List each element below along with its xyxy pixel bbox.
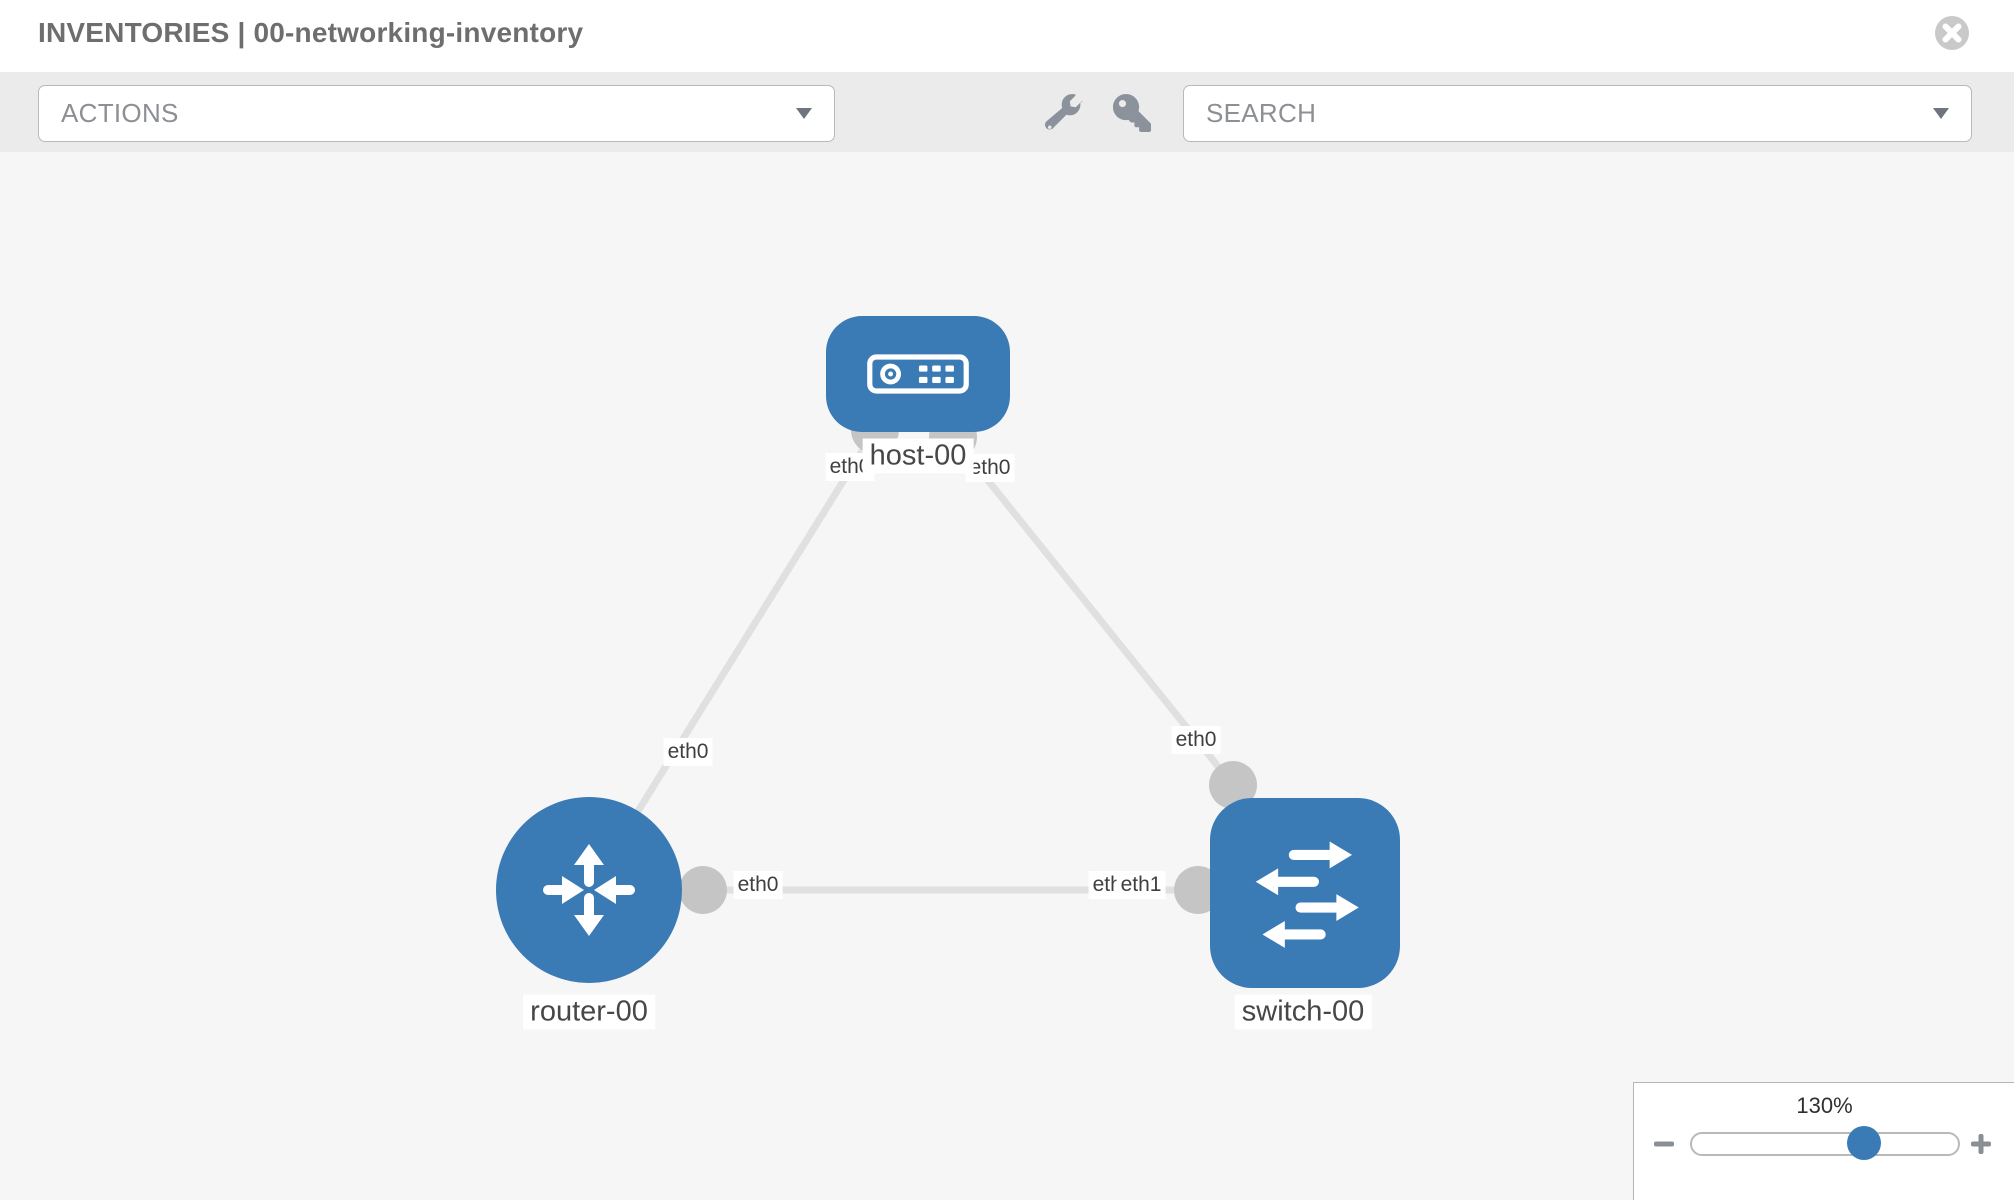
chevron-down-icon bbox=[796, 108, 812, 119]
switch-icon bbox=[1255, 841, 1359, 948]
port-router-right bbox=[679, 866, 727, 914]
zoom-slider-track[interactable] bbox=[1690, 1132, 1960, 1156]
credentials-tool-button[interactable] bbox=[1109, 90, 1155, 136]
zoom-in-button[interactable] bbox=[1968, 1131, 1994, 1157]
node-label-host: host-00 bbox=[862, 438, 974, 474]
toolbar: ACTIONS SEARCH bbox=[0, 72, 2014, 153]
zoom-percentage: 130% bbox=[1796, 1093, 1853, 1118]
interface-label: eth0 bbox=[663, 738, 713, 766]
interface-label: eth0 bbox=[733, 871, 783, 899]
topology-canvas[interactable]: host-00 router-00 switch-00 eth0 eth0 et… bbox=[0, 152, 2014, 1200]
header: INVENTORIES | 00-networking-inventory bbox=[0, 0, 2014, 72]
port-switch-top bbox=[1209, 761, 1257, 809]
search-dropdown[interactable]: SEARCH bbox=[1183, 85, 1972, 142]
page-title: INVENTORIES | 00-networking-inventory bbox=[38, 17, 584, 48]
interface-label: eth0 bbox=[965, 454, 1015, 482]
node-host-00[interactable] bbox=[826, 316, 1010, 432]
close-button[interactable] bbox=[1934, 15, 1970, 51]
close-icon bbox=[1935, 16, 1969, 50]
node-switch-00[interactable] bbox=[1210, 798, 1400, 988]
links-layer bbox=[586, 406, 1305, 914]
interface-label: eth1 bbox=[1116, 871, 1166, 899]
host-icon bbox=[867, 354, 969, 394]
node-label-router: router-00 bbox=[523, 994, 655, 1030]
plus-icon bbox=[1971, 1134, 1991, 1154]
zoom-out-button[interactable] bbox=[1651, 1131, 1677, 1157]
search-dropdown-label: SEARCH bbox=[1206, 98, 1317, 128]
minus-icon bbox=[1654, 1141, 1674, 1147]
key-icon bbox=[1113, 94, 1151, 132]
chevron-down-icon bbox=[1933, 108, 1949, 119]
wrench-icon bbox=[1045, 94, 1083, 130]
actions-dropdown-label: ACTIONS bbox=[61, 98, 179, 128]
zoom-slider-thumb[interactable] bbox=[1847, 1126, 1881, 1160]
zoom-control-panel: 130% bbox=[1633, 1082, 2014, 1200]
node-router-00[interactable] bbox=[496, 797, 682, 983]
actions-dropdown[interactable]: ACTIONS bbox=[38, 85, 835, 142]
node-label-switch: switch-00 bbox=[1234, 994, 1372, 1030]
interface-label: eth0 bbox=[1171, 726, 1221, 754]
router-icon bbox=[543, 844, 635, 936]
configure-tool-button[interactable] bbox=[1041, 90, 1087, 136]
